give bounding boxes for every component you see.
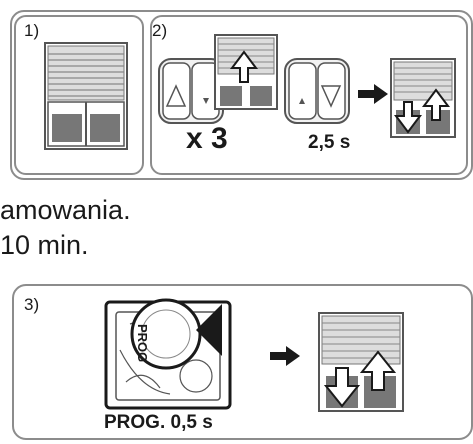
repeat-label: x 3 — [186, 122, 228, 155]
instruction-line-1: amowania. — [0, 195, 131, 225]
right-arrow-icon — [270, 346, 300, 366]
step1-label: 1) — [24, 21, 40, 40]
right-arrow-icon — [358, 84, 388, 104]
step2-label: 2) — [152, 21, 168, 40]
prog-time-label: PROG. 0,5 s — [104, 412, 213, 433]
remote-down-button — [284, 58, 350, 124]
shutter-up-down-icon — [318, 312, 404, 412]
prog-button-text: PROG — [135, 324, 150, 363]
step3-label: 3) — [24, 295, 40, 314]
shutter-up-down-icon — [390, 58, 456, 138]
remote-up-down-buttons — [158, 58, 224, 124]
instruction-line-2: 10 min. — [0, 230, 89, 260]
receiver-prog-button-icon — [104, 298, 232, 410]
hold-time-label: 2,5 s — [308, 132, 351, 153]
closed-shutter-icon — [44, 42, 128, 150]
shutter-up-icon — [214, 34, 278, 110]
